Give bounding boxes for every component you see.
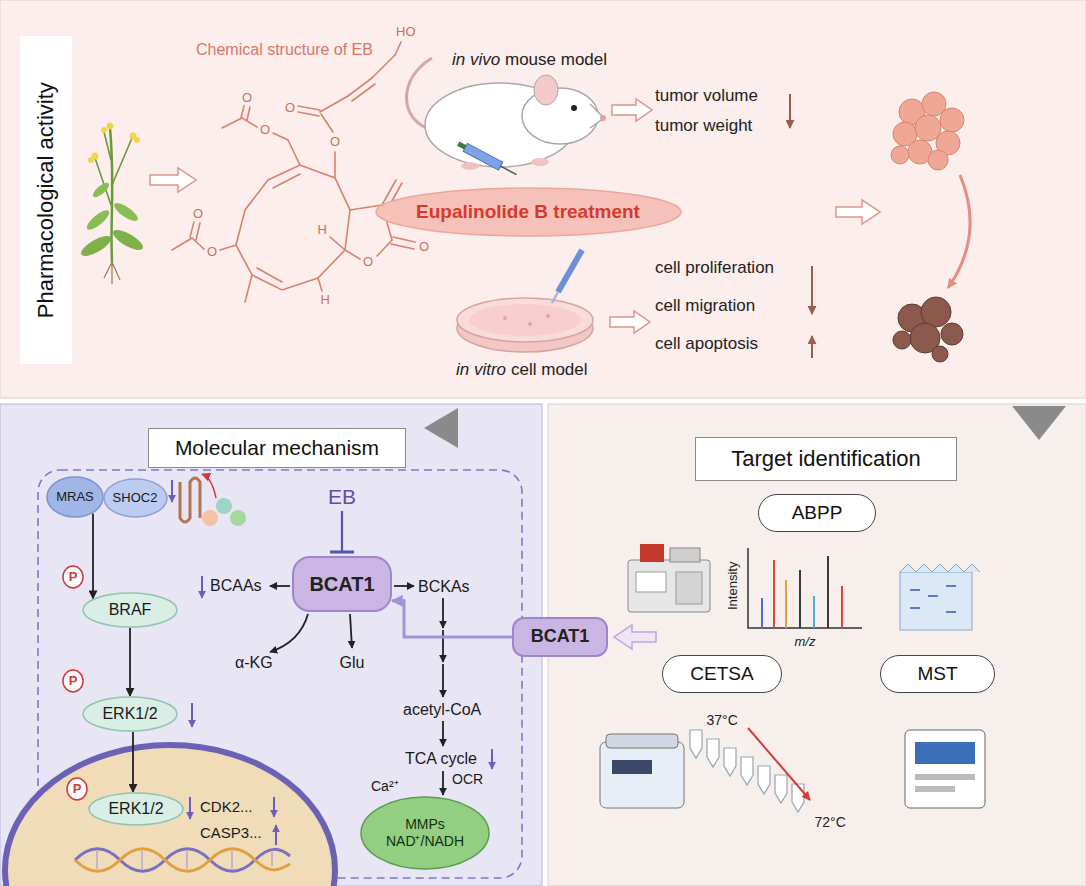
protein-blob: MRAS [46,476,104,518]
node-text: MMPs [405,816,445,833]
node-text: NAD⁺/NADH [386,833,464,850]
atom-label: O [330,134,340,150]
metabolite-label: α-KG [235,653,273,672]
node-text: BCAT1 [531,626,590,648]
axis-label: m/z [795,634,816,650]
node-shape [63,566,83,588]
node-shape [83,593,177,627]
connector-arrow [92,514,94,599]
protein-blob: SHOC2 [103,478,168,518]
temperature-label: 72°C [815,814,846,831]
model-label: in vitro [456,360,506,380]
effect-label: tumor weight [655,116,752,136]
connector-arrow [132,732,134,792]
atom-label: O [242,90,252,106]
node-text: ABPP [792,502,843,525]
node-text: P [73,781,82,797]
temperature-label: 37°C [707,712,738,729]
panel-title: Pharmacological activity [20,36,72,364]
node-shape [89,793,183,825]
enzyme-box: BCAT1 [512,617,608,657]
atom-label: O [285,100,295,116]
node-text: P [69,673,78,689]
node-text: Target identification [731,446,921,472]
phospho-circle: P [66,777,88,801]
method-pill: ABPP [758,494,876,532]
node-shape [63,670,83,692]
effect-label: cell apoptosis [655,334,758,354]
node-text: P [69,569,78,585]
node-text: SHOC2 [113,490,158,506]
node-text: ERK1/2 [108,799,163,818]
effect-label: tumor volume [655,86,758,106]
kinase-ellipse: ERK1/2 [88,792,184,826]
atom-label: O [363,254,373,270]
node-shape [361,797,489,869]
method-pill: MST [880,655,995,693]
gene-label: CDK2... [200,798,253,816]
effect-label: cell proliferation [655,258,774,278]
atom-label: O [207,244,217,260]
kinase-ellipse: ERK1/2 [82,696,178,732]
enzyme-box: BCAT1 [292,556,392,612]
atom-label: HO [396,24,416,40]
atom-label: O [419,239,429,255]
atom-label: O [260,122,270,138]
metabolite-label: BCAAs [210,576,262,595]
mitochondrion: MMPsNAD⁺/NADH [360,796,490,870]
phospho-circle: P [62,669,84,693]
node-text: Eupalinolide B treatment [416,201,640,224]
metric-label: OCR [452,771,483,788]
node-text: Pharmacological activity [33,82,59,318]
node-text: CETSA [690,663,753,686]
model-label: mouse model [505,50,607,70]
node-text: MRAS [56,489,94,505]
node-shape [67,778,87,800]
axis-label: Intensity [725,562,741,610]
gene-label: CASP3... [200,824,262,842]
structure-caption: Chemical structure of EB [196,40,373,59]
node-shape [104,479,167,517]
atom-label: H [318,222,327,238]
phospho-circle: P [62,565,84,589]
metabolite-label: acetyl-CoA [403,700,481,719]
ion-label: Ca²⁺ [371,778,399,795]
node-shape [47,477,103,517]
model-label: cell model [511,360,588,380]
atom-label: O [193,206,203,222]
node-text: BCAT1 [309,572,374,596]
metabolite-label: Glu [340,653,365,672]
pathway-label: TCA cycle [405,749,477,768]
model-label: in vivo [452,50,500,70]
node-text: MST [917,663,957,686]
section-header: Molecular mechanism [148,428,406,468]
treatment-ellipse: Eupalinolide B treatment [375,187,682,237]
section-header: Target identification [695,437,957,481]
method-pill: CETSA [662,655,782,693]
atom-label: H [321,292,330,308]
node-text: BRAF [109,600,152,619]
connector-arrow [129,628,131,696]
node-text: ERK1/2 [102,704,157,723]
drug-label: EB [328,484,356,509]
connector-arrow [392,601,512,637]
node-shape [376,188,681,236]
node-shape [83,697,177,731]
node-text: Molecular mechanism [175,435,379,460]
metabolite-label: BCKAs [418,577,470,596]
kinase-ellipse: BRAF [82,592,178,628]
effect-label: cell migration [655,296,755,316]
